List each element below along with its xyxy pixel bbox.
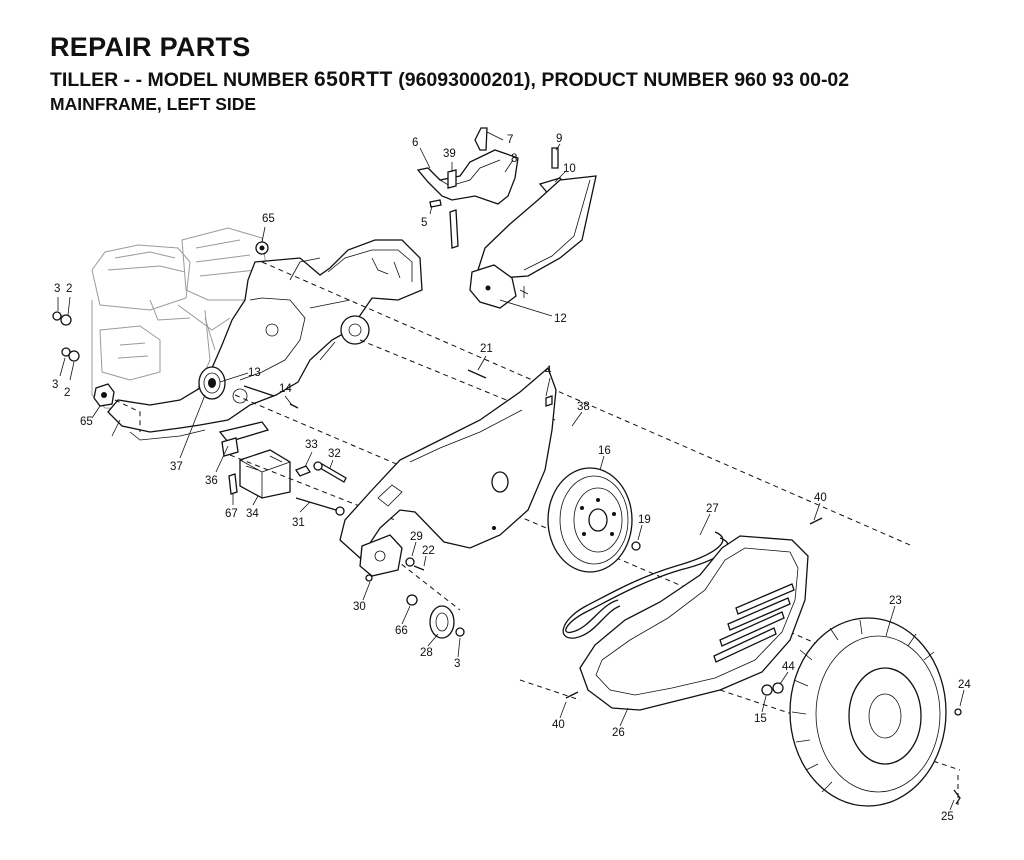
callout-9: 9 xyxy=(556,133,562,145)
callout-33: 33 xyxy=(305,439,318,451)
callout-2: 2 xyxy=(66,283,72,295)
callout-65: 65 xyxy=(80,416,93,428)
callout-12: 12 xyxy=(554,313,567,325)
callout-3: 3 xyxy=(454,658,460,670)
callout-37: 37 xyxy=(170,461,183,473)
callout-22: 22 xyxy=(422,545,435,557)
callout-4: 4 xyxy=(545,365,552,377)
subtitle-suffix: (96093000201), PRODUCT NUMBER 960 93 00-… xyxy=(392,69,850,91)
callout-6: 6 xyxy=(412,137,418,149)
callout-13: 13 xyxy=(248,367,261,379)
callout-5: 5 xyxy=(421,217,427,229)
callout-10: 10 xyxy=(563,163,576,175)
callout-7: 7 xyxy=(507,134,513,146)
model-number: 650RTT xyxy=(313,68,393,91)
callout-8: 8 xyxy=(511,153,517,165)
callout-26: 26 xyxy=(612,727,625,739)
model-subtitle: TILLER - - MODEL NUMBER 650RTT (96093000… xyxy=(50,68,849,92)
callout-40: 40 xyxy=(814,492,827,504)
callout-27: 27 xyxy=(706,503,719,515)
belt-guard-26 xyxy=(565,517,823,711)
callout-3: 3 xyxy=(52,379,58,391)
bracket-and-block xyxy=(218,385,347,516)
subtitle-prefix: TILLER - - MODEL NUMBER xyxy=(50,69,314,91)
idler-assembly xyxy=(359,534,465,639)
pulley-16 xyxy=(547,467,641,573)
callout-44: 44 xyxy=(782,661,795,673)
callout-36: 36 xyxy=(205,475,218,487)
callout-31: 31 xyxy=(292,517,305,529)
left-hardware xyxy=(52,241,269,407)
leader-lines xyxy=(57,131,965,811)
callout-34: 34 xyxy=(246,508,259,520)
callout-3: 3 xyxy=(54,283,60,295)
callout-19: 19 xyxy=(638,514,651,526)
callout-15: 15 xyxy=(754,713,767,725)
callout-32: 32 xyxy=(328,448,341,460)
callout-29: 29 xyxy=(410,531,423,543)
depth-bar-shield xyxy=(416,127,597,309)
page-title: REPAIR PARTS xyxy=(50,32,251,62)
callout-40: 40 xyxy=(552,719,565,731)
side-plate-4 xyxy=(339,366,557,559)
callout-39: 39 xyxy=(443,148,456,160)
wheel-23 xyxy=(789,617,962,807)
callout-23: 23 xyxy=(889,595,902,607)
callout-65: 65 xyxy=(262,213,275,225)
callout-24: 24 xyxy=(958,679,971,691)
callout-2: 2 xyxy=(64,387,70,399)
callout-28: 28 xyxy=(420,647,433,659)
callout-30: 30 xyxy=(353,601,366,613)
pulley-37 xyxy=(198,366,226,400)
callout-38: 38 xyxy=(577,401,590,413)
mainframe-tine-housing xyxy=(107,239,423,441)
engine-outline xyxy=(91,227,269,411)
callout-16: 16 xyxy=(598,445,611,457)
callout-25: 25 xyxy=(941,811,954,823)
callout-66: 66 xyxy=(395,625,408,637)
callout-numbers: 65 3 2 3 2 65 13 14 37 36 67 34 33 32 31… xyxy=(52,133,971,823)
section-title: MAINFRAME, LEFT SIDE xyxy=(50,94,257,114)
callout-67: 67 xyxy=(225,508,238,520)
callout-21: 21 xyxy=(480,343,493,355)
callout-14: 14 xyxy=(279,383,292,395)
